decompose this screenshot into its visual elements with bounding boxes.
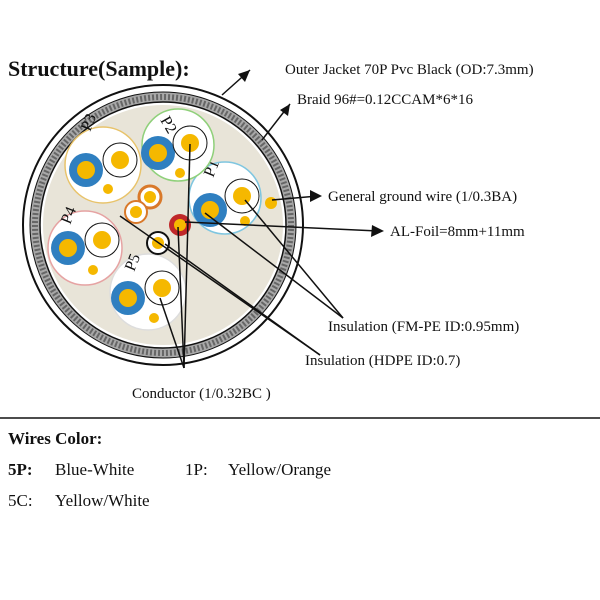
wires-color-5c-value: Yellow/White [55,491,150,510]
wires-color-heading: Wires Color: [8,429,102,448]
label-outer-jacket: Outer Jacket 70P Pvc Black (OD:7.3mm) [285,62,534,78]
wires-color-1p-value: Yellow/Orange [228,460,331,479]
pair-label-p3: P3 [78,111,100,133]
braid-layer [32,94,294,356]
pair-label-p2: P2 [157,114,180,137]
pair-p1: P1 [188,157,262,235]
pair-p4: P4 [47,204,123,286]
label-ground-wire: General ground wire (1/0.3BA) [328,189,517,205]
label-al-foil: AL-Foil=8mm+11mm [390,224,525,240]
pair-label-p5: P5 [122,251,144,273]
structure-title: Structure(Sample): [8,56,190,81]
pair-label-p4: P4 [58,204,80,226]
label-conductor: Conductor (1/0.32BC ) [132,386,271,402]
wires-color-1p-key: 1P: [185,460,208,479]
wires-color-5p-value: Blue-White [55,460,134,479]
wires-color-5p-key: 5P: [8,460,33,479]
label-insulation-fmpe: Insulation (FM-PE ID:0.95mm) [328,319,519,335]
ground-wire [265,197,277,209]
pair-p5: P5 [109,251,187,331]
label-braid: Braid 96#=0.12CCAM*6*16 [297,92,473,108]
pair-p3: P3 [64,111,142,204]
arrowheads [238,70,384,237]
wires-color-5c-key: 5C: [8,491,33,510]
pair-p2: P2 [141,108,215,182]
label-insulation-hdpe: Insulation (HDPE ID:0.7) [305,353,460,369]
